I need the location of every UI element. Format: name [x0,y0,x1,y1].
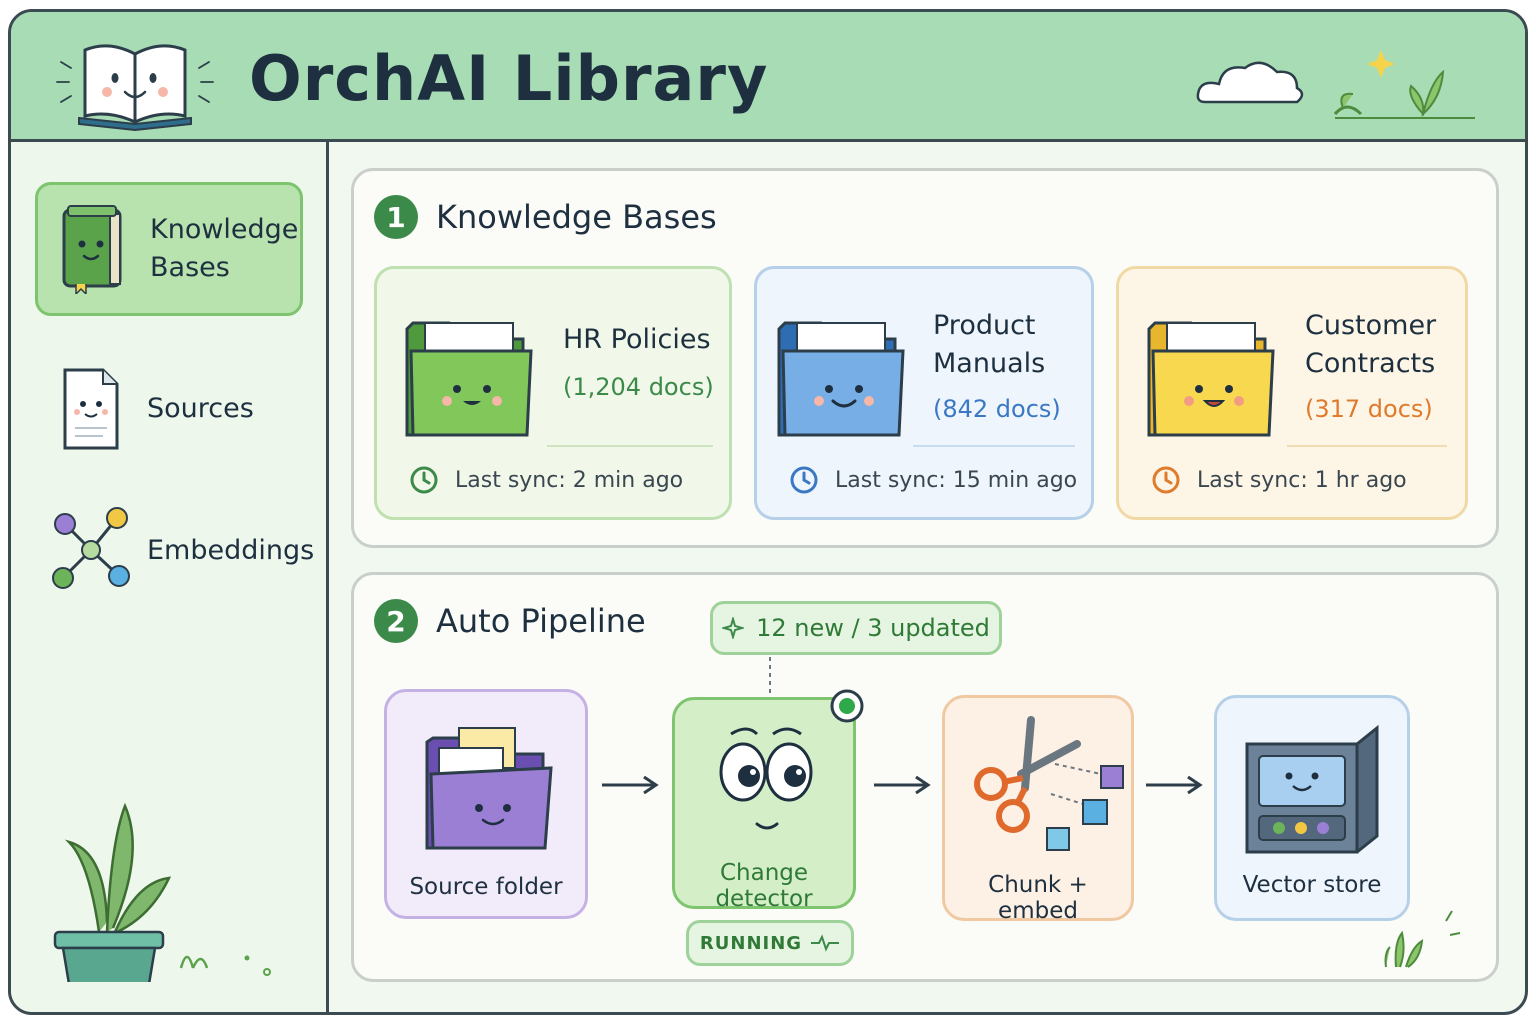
app-header: OrchAI Library [11,12,1525,142]
yellow-folder-icon [1147,321,1275,437]
kb-card-product-manuals[interactable]: Product Manuals (842 docs) Last sync: 15… [754,266,1094,520]
section-title: Auto Pipeline [436,602,646,640]
green-folder-icon [405,321,533,437]
cloud-and-plants-decoration [1196,50,1475,119]
network-icon [52,507,130,589]
clock-icon [1152,466,1180,494]
kb-sync-row: Last sync: 2 min ago [409,465,683,495]
auto-pipeline-panel: 2 Auto Pipeline 12 new / 3 updated Sourc… [351,572,1499,982]
watching-eyes-icon [719,727,813,830]
sidebar: Knowledge Bases Sources [11,142,329,1012]
kb-last-sync: Last sync: 1 hr ago [1197,467,1407,493]
kb-doc-count: (1,204 docs) [563,373,714,401]
sparkle-icon [722,617,745,639]
clock-icon [410,466,438,494]
change-stats-text: 12 new / 3 updated [756,614,990,642]
open-book-logo-icon [56,44,214,132]
node-label: Change detector [715,860,813,912]
section-number-badge: 2 [374,599,418,643]
section-title: Knowledge Bases [436,198,717,236]
document-icon [63,368,119,450]
auto-pipeline-header: 2 Auto Pipeline [374,599,646,643]
status-dot-icon [830,689,864,723]
kb-doc-count: (842 docs) [933,395,1061,423]
kb-name: Customer Contracts [1305,310,1437,379]
book-icon [62,205,122,294]
sidebar-item-label: Embeddings [147,535,315,566]
pipeline-node-source-folder[interactable]: Source folder [384,689,588,919]
potted-plant-illustration [53,802,271,982]
pipeline-node-chunk-embed[interactable]: Chunk + embed [942,695,1134,924]
divider [913,445,1075,447]
change-stats-badge: 12 new / 3 updated [710,601,1002,655]
knowledge-bases-header: 1 Knowledge Bases [374,195,717,239]
kb-last-sync: Last sync: 15 min ago [835,467,1078,493]
kb-doc-count: (317 docs) [1305,395,1433,423]
kb-card-hr-policies[interactable]: HR Policies (1,204 docs) Last sync: 2 mi… [374,266,732,520]
sidebar-item-sources[interactable]: Sources [35,342,303,476]
vector-store-server-icon [1245,724,1379,854]
pipeline-node-change-detector[interactable]: Change detector [672,689,864,912]
app-title: OrchAI Library [249,42,769,115]
kb-last-sync: Last sync: 2 min ago [455,467,684,493]
running-status-text: RUNNING [699,932,803,954]
kb-sync-row: Last sync: 15 min ago [789,465,1077,495]
scissors-cubes-icon [974,716,1124,851]
kb-card-customer-contracts[interactable]: Customer Contracts (317 docs) Last sync:… [1116,266,1468,520]
purple-folder-icon [425,727,553,850]
node-label: Source folder [409,874,563,900]
kb-name: Product Manuals [933,310,1046,379]
kb-name: HR Policies [563,324,711,355]
sidebar-item-label: Sources [147,393,254,424]
sidebar-item-knowledge-bases[interactable]: Knowledge Bases [35,182,303,316]
divider [1287,445,1447,447]
arrow-right-icon [874,775,931,795]
section-number-badge: 1 [374,195,418,239]
connector-line [769,657,771,693]
pulse-icon [811,934,840,952]
kb-sync-row: Last sync: 1 hr ago [1151,465,1407,495]
arrow-right-icon [1146,775,1203,795]
divider [547,445,713,447]
clock-icon [790,466,818,494]
node-label: Vector store [1242,872,1382,898]
sidebar-item-embeddings[interactable]: Embeddings [35,484,314,618]
pipeline-node-vector-store[interactable]: Vector store [1214,695,1410,921]
sidebar-item-label: Knowledge Bases [150,214,299,283]
arrow-right-icon [602,775,659,795]
app-window: OrchAI Library Knowledge Bases [8,9,1528,1015]
running-status-badge: RUNNING [686,920,854,966]
knowledge-bases-panel: 1 Knowledge Bases HR Policies (1,204 doc… [351,168,1499,548]
blue-folder-icon [777,321,905,437]
node-label: Chunk + embed [988,872,1088,924]
grass-decoration [1384,910,1461,968]
